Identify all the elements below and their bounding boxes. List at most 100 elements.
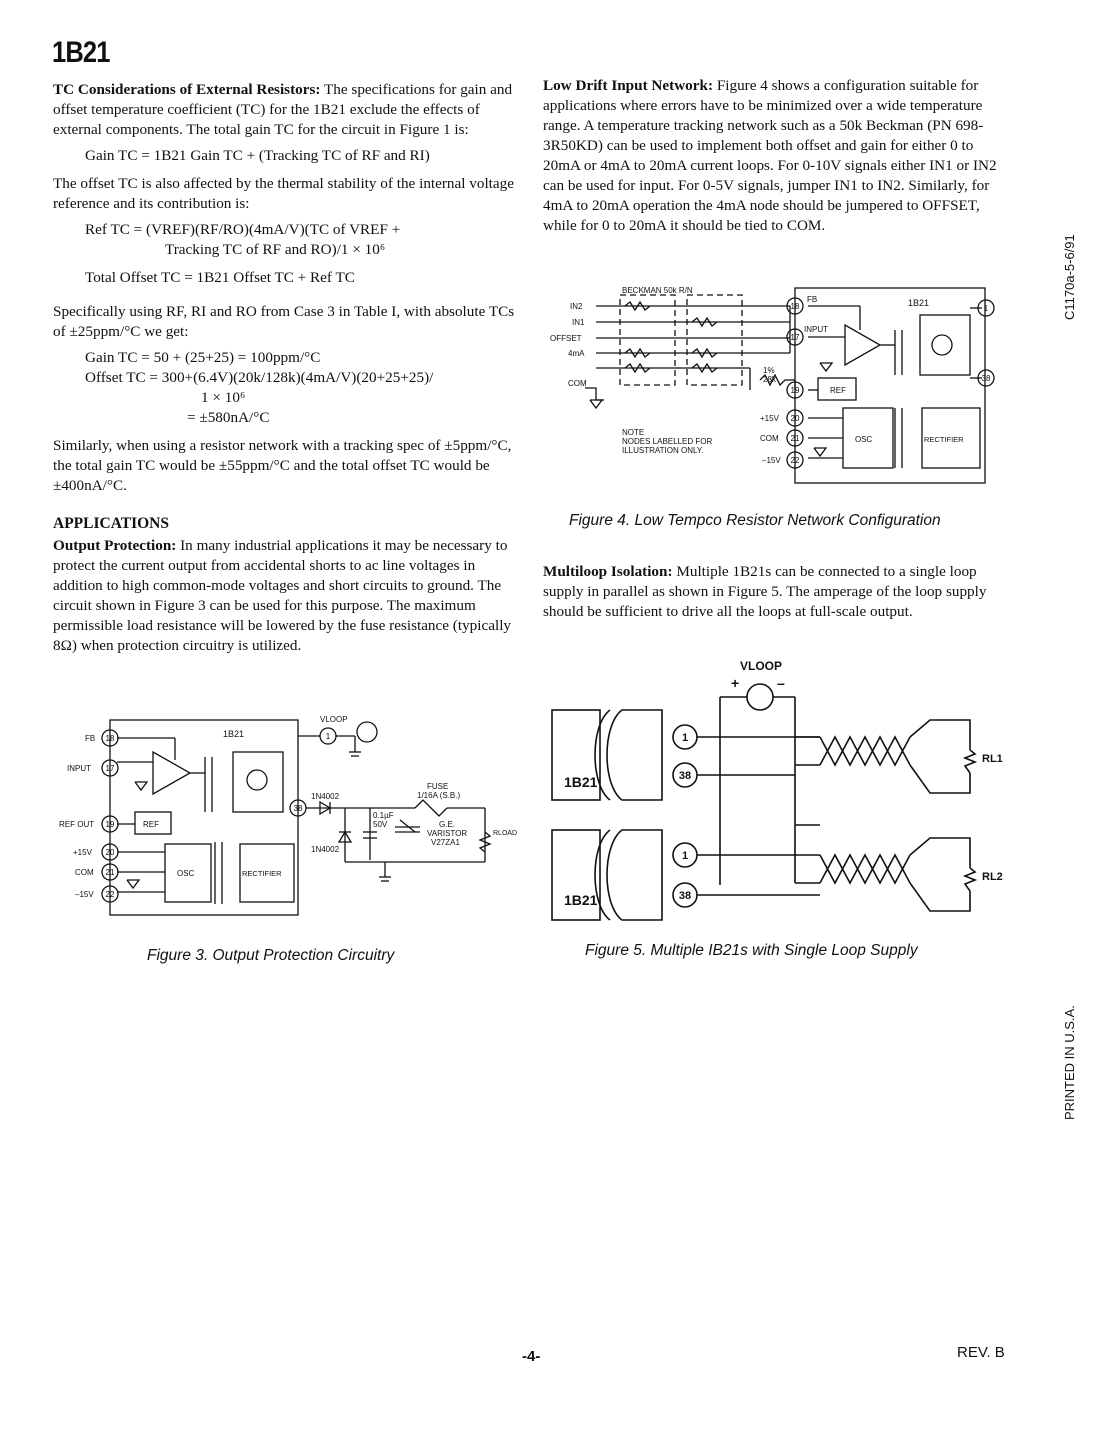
tc-paragraph-3: Specifically using RF, RI and RO from Ca… <box>53 303 515 340</box>
fig3-varistor-label: VARISTOR <box>427 829 467 838</box>
figure-4-caption: Figure 4. Low Tempco Resistor Network Co… <box>569 512 941 529</box>
fig3-pin-18: 18 <box>106 734 115 743</box>
fig4-pin-20: 20 <box>791 414 800 423</box>
right-column-mid: Multiloop Isolation: Multiple 1B21s can … <box>543 562 1013 628</box>
eq-ref-tc-1: Ref TC = (VREF)(RF/RO)(4mA/V)(TC of VREF… <box>85 221 401 238</box>
fig4-pin-1: 1 <box>984 304 989 313</box>
fig5-pin-38b: 38 <box>679 890 691 902</box>
tc-paragraph-2: The offset TC is also affected by the th… <box>53 175 514 212</box>
fig5-minus: – <box>777 675 785 691</box>
ld-heading: Low Drift Input Network: <box>543 77 714 94</box>
margin-printed: PRINTED IN U.S.A. <box>1062 1005 1077 1120</box>
fig3-d1-label: 1N4002 <box>311 792 340 801</box>
fig3-fuse-val: 1/16A (S.B.) <box>417 791 460 800</box>
fig3-ge-label: G.E. <box>439 820 455 829</box>
fig3-p15-label: +15V <box>73 848 93 857</box>
low-drift-paragraph: Low Drift Input Network: Figure 4 shows … <box>543 77 997 234</box>
fig5-rl1-label: RL1 <box>982 753 1003 765</box>
fig4-osc-label: OSC <box>855 435 873 444</box>
fig4-res1-label: 1% <box>763 366 775 375</box>
fig4-input-label: INPUT <box>804 325 828 334</box>
fig4-rect-label: RECTIFIER <box>924 435 964 444</box>
tc-heading: TC Considerations of External Resistors: <box>53 81 321 98</box>
fig3-pin-21: 21 <box>106 868 115 877</box>
fig4-note-1: NOTE <box>622 428 644 437</box>
page-number: -4- <box>522 1348 541 1365</box>
tc-paragraph-4: Similarly, when using a resistor network… <box>53 437 512 494</box>
fig3-refout-label: REF OUT <box>59 820 94 829</box>
fig3-pin-17: 17 <box>106 764 115 773</box>
multiloop-paragraph: Multiloop Isolation: Multiple 1B21s can … <box>543 563 987 620</box>
fig3-osc-label: OSC <box>177 869 195 878</box>
fig5-plus: + <box>731 675 739 691</box>
fig3-cap-v: 50V <box>373 820 388 829</box>
fig4-com-label: COM <box>568 379 587 388</box>
fig4-chip-label: 1B21 <box>908 298 929 308</box>
fig5-chip-b: 1B21 <box>564 892 598 908</box>
figure-5-caption: Figure 5. Multiple IB21s with Single Loo… <box>585 942 918 959</box>
applications-heading: APPLICATIONS <box>53 515 169 532</box>
fig5-pin-1b: 1 <box>682 850 688 862</box>
fig3-fuse-label: FUSE <box>427 782 448 791</box>
fig5-vloop-label: VLOOP <box>740 659 782 673</box>
op-heading: Output Protection: <box>53 537 177 554</box>
figure-3-diagram: 1B21 FB INPUT REF OUT REF +15V COM –15V … <box>59 715 517 916</box>
fig5-chip-a: 1B21 <box>564 774 598 790</box>
fig4-pin-21: 21 <box>791 434 800 443</box>
figure-4-diagram: BECKMAN 50k R/N IN2 IN1 OFFSET 4mA COM F… <box>550 286 995 484</box>
fig5-pin-38a: 38 <box>679 770 691 782</box>
fig4-note-3: ILLUSTRATION ONLY. <box>622 446 703 455</box>
tc-paragraph-1: TC Considerations of External Resistors:… <box>53 81 513 138</box>
eq-total-offset: Total Offset TC = 1B21 Offset TC + Ref T… <box>85 269 355 286</box>
fig4-beckman-label: BECKMAN 50k R/N <box>622 286 693 295</box>
ml-heading: Multiloop Isolation: <box>543 563 673 580</box>
fig3-chip-label: 1B21 <box>223 729 244 739</box>
eq-gain-val: Gain TC = 50 + (25+25) = 100ppm/°C <box>85 349 321 366</box>
fig4-pin-38: 38 <box>982 374 991 383</box>
fig3-pin-38: 38 <box>294 804 303 813</box>
fig3-pin-19: 19 <box>106 820 115 829</box>
page-header: 1B21 <box>52 36 110 69</box>
fig3-varistor-pn: V27ZA1 <box>431 838 460 847</box>
left-column: TC Considerations of External Resistors:… <box>53 80 515 662</box>
right-column-top: Low Drift Input Network: Figure 4 shows … <box>543 76 1013 242</box>
margin-code: C1170a-5-6/91 <box>1062 234 1077 320</box>
fig3-ref-label: REF <box>143 820 159 829</box>
fig4-offset-label: OFFSET <box>550 334 582 343</box>
fig4-in1-label: IN1 <box>572 318 585 327</box>
eq-ref-tc-2: Tracking TC of RF and RO)/1 × 10⁶ <box>165 241 386 258</box>
fig5-pin-1a: 1 <box>682 732 688 744</box>
revision: REV. B <box>957 1344 1005 1361</box>
eq-offset-1: Offset TC = 300+(6.4V)(20k/128k)(4mA/V)(… <box>85 369 434 386</box>
fig3-input-label: INPUT <box>67 764 91 773</box>
fig3-d2-label: 1N4002 <box>311 845 340 854</box>
fig3-pin-22: 22 <box>106 890 115 899</box>
eq-offset-3: = ±580nA/°C <box>187 409 270 426</box>
fig3-rload-label: RLOAD <box>493 830 517 837</box>
fig4-pin-22: 22 <box>791 456 800 465</box>
fig3-fb-label: FB <box>85 734 95 743</box>
fig4-fb-label: FB <box>807 295 817 304</box>
fig3-vloop-label: VLOOP <box>320 715 348 724</box>
fig3-cap-label: 0.1µF <box>373 811 394 820</box>
fig4-4ma-label: 4mA <box>568 349 585 358</box>
fig4-pin-17: 17 <box>791 333 800 342</box>
figure-5-diagram: VLOOP + – 1B21 1B21 RL1 RL2 1 38 1 38 <box>551 659 1003 921</box>
fig3-pin-1: 1 <box>326 732 331 741</box>
output-protection-paragraph: Output Protection: In many industrial ap… <box>53 537 512 654</box>
eq-gain-tc: Gain TC = 1B21 Gain TC + (Tracking TC of… <box>85 147 430 164</box>
fig3-pin-20: 20 <box>106 848 115 857</box>
fig4-pin-19: 19 <box>791 386 800 395</box>
fig4-m15-label: –15V <box>762 456 781 465</box>
fig3-com-label: COM <box>75 868 94 877</box>
fig3-m15-label: –15V <box>75 890 94 899</box>
fig3-rect-label: RECTIFIER <box>242 869 282 878</box>
figure-3-caption: Figure 3. Output Protection Circuitry <box>147 947 395 964</box>
fig4-in2-label: IN2 <box>570 302 583 311</box>
fig4-ref-label: REF <box>830 386 846 395</box>
fig4-note-2: NODES LABELLED FOR <box>622 437 712 446</box>
fig4-p15-label: +15V <box>760 414 780 423</box>
fig4-res2-label: 28k <box>763 375 777 384</box>
eq-offset-2: 1 × 10⁶ <box>201 389 246 406</box>
fig4-pin-18: 18 <box>791 302 800 311</box>
